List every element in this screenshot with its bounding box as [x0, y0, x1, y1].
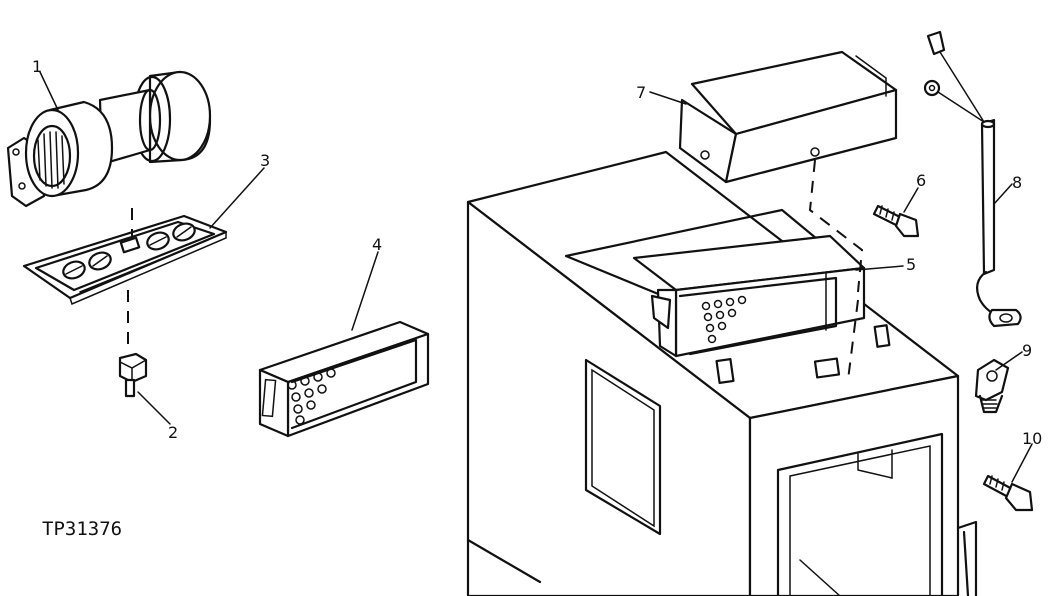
callout-6: 6	[916, 171, 926, 190]
figure-reference-label: TP31376	[42, 518, 122, 540]
callout-5: 5	[906, 255, 916, 274]
callout-1: 1	[32, 57, 42, 76]
part-clamp	[974, 358, 1010, 414]
callout-9: 9	[1022, 341, 1032, 360]
part-installed-radio	[632, 234, 866, 358]
part-cover	[678, 50, 898, 381]
callout-labels: 1 2 3 4 5 6 7 8 9 10	[32, 57, 1042, 448]
callout-7: 7	[636, 83, 646, 102]
callout-2: 2	[168, 423, 178, 442]
part-screw	[872, 204, 920, 238]
callout-3: 3	[260, 151, 270, 170]
part-switch	[118, 352, 148, 398]
part-blower-motor	[6, 70, 212, 208]
callout-8: 8	[1012, 173, 1022, 192]
callout-10: 10	[1022, 429, 1042, 448]
part-bolt	[982, 474, 1034, 512]
part-antenna	[923, 30, 1022, 328]
part-radio	[258, 320, 430, 438]
part-control-panel	[22, 208, 228, 350]
callout-4: 4	[372, 235, 382, 254]
leader-lines	[39, 71, 1033, 483]
